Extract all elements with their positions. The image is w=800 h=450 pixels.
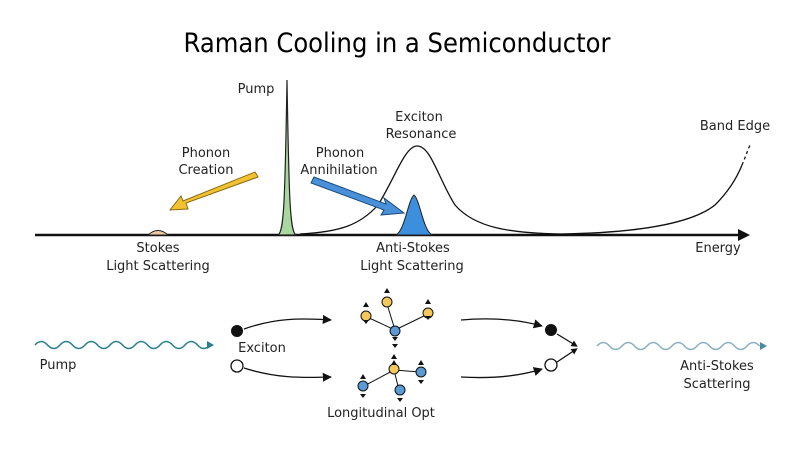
antistokes-peak [394, 194, 434, 236]
atom-yellow [360, 310, 372, 322]
process-panel: Pump Exciton [34, 288, 767, 421]
output-wave-arrowhead [760, 342, 767, 350]
phonon-creation-label-line1: Phonon [182, 146, 230, 161]
exciton-label: Exciton [238, 341, 286, 356]
atom-blue [394, 384, 406, 396]
diagram-title: Raman Cooling in a Semiconductor [184, 28, 611, 59]
output-label-line1: Anti-Stokes [680, 359, 754, 374]
phonon-cluster-top [360, 288, 434, 348]
atom-blue [357, 380, 369, 392]
exciton-electron [231, 325, 243, 337]
band-edge-label: Band Edge [700, 119, 770, 134]
outgoing-hole [544, 358, 558, 372]
atom-blue [389, 325, 401, 337]
outgoing-electron [545, 324, 557, 336]
exciton-hole [230, 359, 244, 373]
electron-recombine-arrow [556, 333, 578, 347]
stokes-label-line2: Light Scattering [106, 259, 210, 274]
stokes-peak [146, 230, 170, 236]
exciton-label-line1: Exciton [395, 110, 443, 125]
pump-wave-arrowhead [207, 341, 214, 349]
phonon-to-hole-arrow [460, 367, 543, 379]
electron-to-phonon-arrow [243, 314, 332, 330]
phonon-cluster-bottom [357, 354, 427, 402]
hole-recombine-arrow [556, 348, 578, 363]
phonon-label: Longitudinal Opt [327, 406, 435, 421]
pump-peak-label: Pump [238, 82, 275, 97]
phonon-annihilation-arrow [310, 176, 406, 216]
band-edge-dashed [741, 144, 751, 166]
process-pump-label: Pump [40, 358, 77, 373]
atom-blue [415, 366, 427, 378]
antistokes-label-line1: Anti-Stokes [376, 241, 450, 256]
phonon-creation-label-line2: Creation [178, 163, 233, 178]
exciton-resonance-curve [299, 145, 561, 235]
hole-to-phonon-arrow [243, 367, 332, 382]
phonon-to-electron-arrow [460, 318, 543, 329]
atom-yellow [388, 363, 400, 375]
energy-axis-arrowhead [738, 229, 750, 241]
antistokes-label-line2: Light Scattering [360, 259, 464, 274]
atom-yellow [381, 296, 393, 308]
phonon-annihilation-label-line2: Annihilation [300, 163, 377, 178]
stokes-label-line1: Stokes [136, 241, 179, 256]
pump-peak [277, 79, 297, 236]
phonon-annihilation-label-line1: Phonon [316, 146, 364, 161]
pump-wave [34, 340, 211, 350]
band-edge-curve [559, 164, 743, 235]
output-label-line2: Scattering [683, 377, 750, 392]
phonon-creation-arrow [168, 171, 259, 211]
output-wave [596, 341, 761, 351]
spectrum-panel: Pump Exciton Resonance Band Edge Phonon … [35, 79, 770, 274]
exciton-label-line2: Resonance [386, 127, 457, 142]
energy-axis-label: Energy [695, 241, 741, 256]
